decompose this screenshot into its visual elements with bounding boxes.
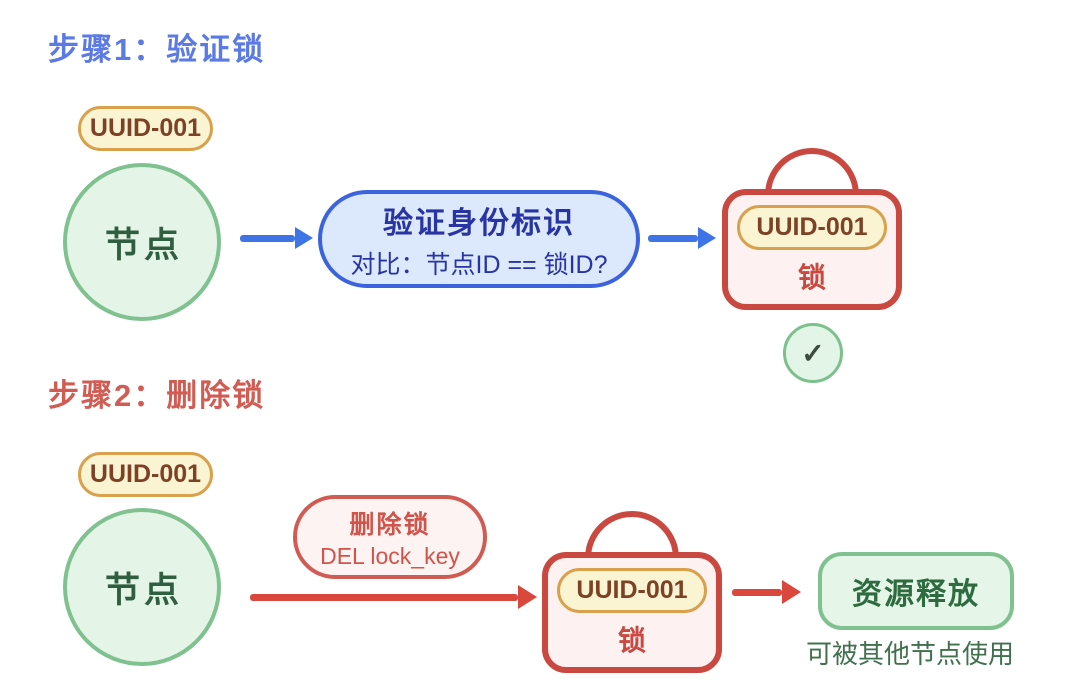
- verify-box-subtitle: 对比：节点ID == 锁ID?: [350, 250, 608, 279]
- delete-pill-title: 删除锁: [349, 510, 431, 539]
- delete-lock-pill: 删除锁 DEL lock_key: [293, 495, 487, 579]
- lock-shackle-icon: [765, 148, 859, 220]
- arrow-line: [648, 234, 698, 242]
- arrowhead-icon: [518, 585, 537, 609]
- step2-heading: 步骤2：删除锁: [48, 378, 266, 413]
- step1-arrow-node-to-verify: [240, 227, 313, 249]
- step1-lock-label: 锁: [797, 262, 826, 293]
- step2-lock-icon: UUID-001 锁: [542, 511, 722, 673]
- step1-heading: 步骤1：验证锁: [48, 32, 266, 67]
- step2-lock-label: 锁: [617, 625, 646, 656]
- step1-node-uuid-badge: UUID-001: [78, 106, 213, 151]
- arrowhead-icon: [295, 227, 313, 249]
- step2-arrow-node-to-lock: [250, 585, 537, 609]
- arrowhead-icon: [782, 580, 801, 604]
- delete-pill-subtitle: DEL lock_key: [320, 542, 460, 569]
- release-box-title: 资源释放: [852, 578, 980, 611]
- arrow-line: [250, 593, 518, 601]
- arrow-line: [240, 234, 295, 242]
- step2-lock-uuid-badge: UUID-001: [557, 568, 707, 613]
- lock-body: UUID-001 锁: [542, 552, 722, 673]
- step1-arrow-verify-to-lock: [648, 227, 716, 249]
- check-icon: ✓: [801, 337, 825, 369]
- step1-lock-icon: UUID-001 锁: [722, 148, 902, 310]
- step1-node-circle: 节点: [63, 163, 221, 321]
- lock-shackle-icon: [585, 511, 679, 583]
- step2-arrow-lock-to-release: [732, 580, 801, 604]
- step2-node-circle: 节点: [63, 508, 221, 666]
- arrowhead-icon: [698, 227, 716, 249]
- resource-release-box: 资源释放: [818, 552, 1014, 630]
- verify-box-title: 验证身份标识: [383, 206, 575, 240]
- check-status-icon: ✓: [783, 323, 843, 383]
- release-caption: 可被其他节点使用: [806, 639, 1015, 669]
- arrow-line: [732, 588, 782, 596]
- lock-body: UUID-001 锁: [722, 189, 902, 310]
- step1-verify-box: 验证身份标识 对比：节点ID == 锁ID?: [318, 190, 640, 288]
- step1-lock-uuid-badge: UUID-001: [737, 205, 887, 250]
- step2-node-uuid-badge: UUID-001: [78, 452, 213, 497]
